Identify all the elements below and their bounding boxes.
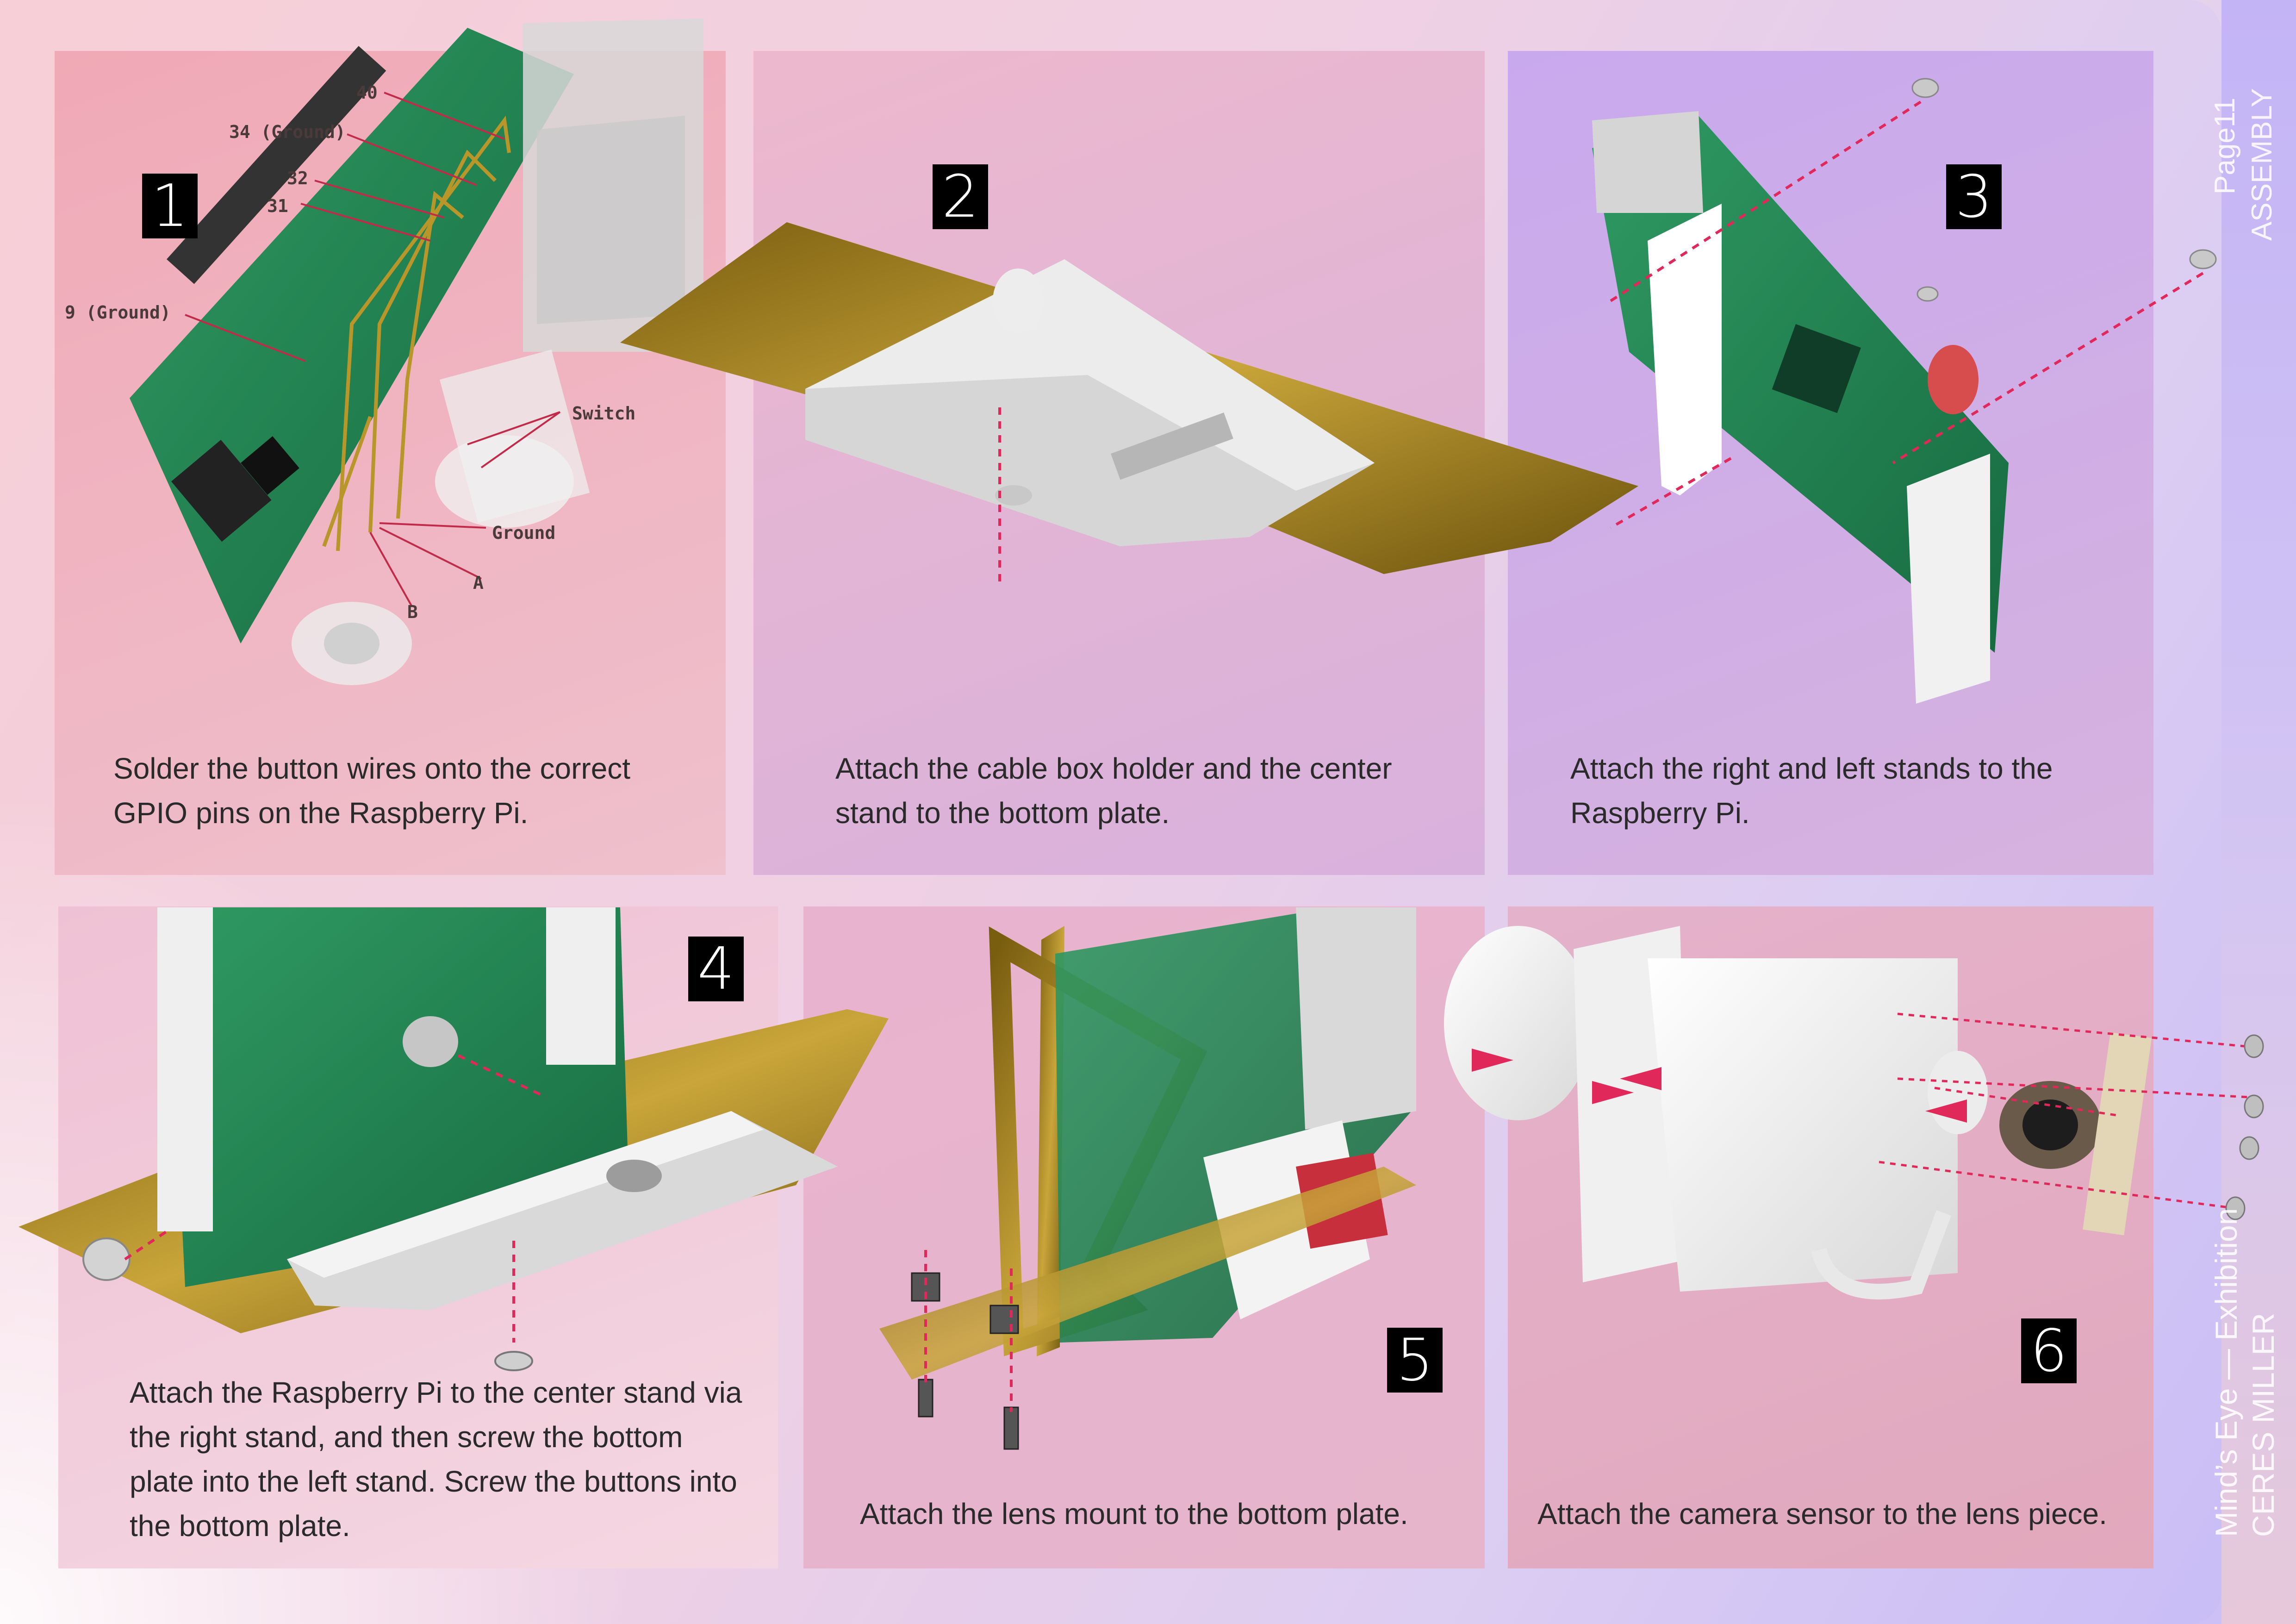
step-number-1: 1 [142,174,198,238]
step-caption-5: Attach the lens mount to the bottom plat… [860,1497,1408,1530]
step4-illustration [19,907,889,1371]
wire-label-switch: Switch [572,403,636,424]
page-number: Page11 [2209,97,2241,194]
step5-illustration [879,907,1416,1450]
step-number-5: 5 [1387,1328,1443,1393]
wire-label-pin31: 31 [267,196,288,216]
step-caption-2: Attach the cable box holder and the cent… [835,752,1392,830]
step-number-6: 6 [2021,1318,2077,1383]
step-number-2: 2 [933,164,988,229]
wire-label-ground: Ground [492,523,556,543]
right-margin-band [2221,0,2296,1624]
wire-label-pin34: 34 (Ground) [229,122,346,142]
step-number-4: 4 [688,937,744,1001]
wire-label-a: A [473,573,484,593]
wire-label-b: B [407,602,418,622]
step-caption-1: Solder the button wires onto the correct… [113,752,631,830]
step3-illustration [1592,78,2217,704]
wire-label-pin40: 40 [356,82,378,103]
step1-illustration [130,19,703,685]
section-title: ASSEMBLY [2246,88,2278,241]
step-caption-6: Attach the camera sensor to the lens pie… [1537,1497,2107,1530]
step-number-3: 3 [1946,164,2002,229]
step-caption-4: Attach the Raspberry Pi to the center st… [130,1376,742,1543]
wire-label-pin9: 9 (Ground) [65,302,171,323]
step2-illustration [620,222,1638,583]
step6-illustration [1444,926,2264,1299]
project-title: Mind’s Eye — Exhibition [2209,1208,2243,1537]
step-caption-3: Attach the right and left stands to the … [1570,752,2053,830]
author-name: CERES MILLER [2246,1312,2280,1537]
wire-label-pin32: 32 [287,168,308,188]
